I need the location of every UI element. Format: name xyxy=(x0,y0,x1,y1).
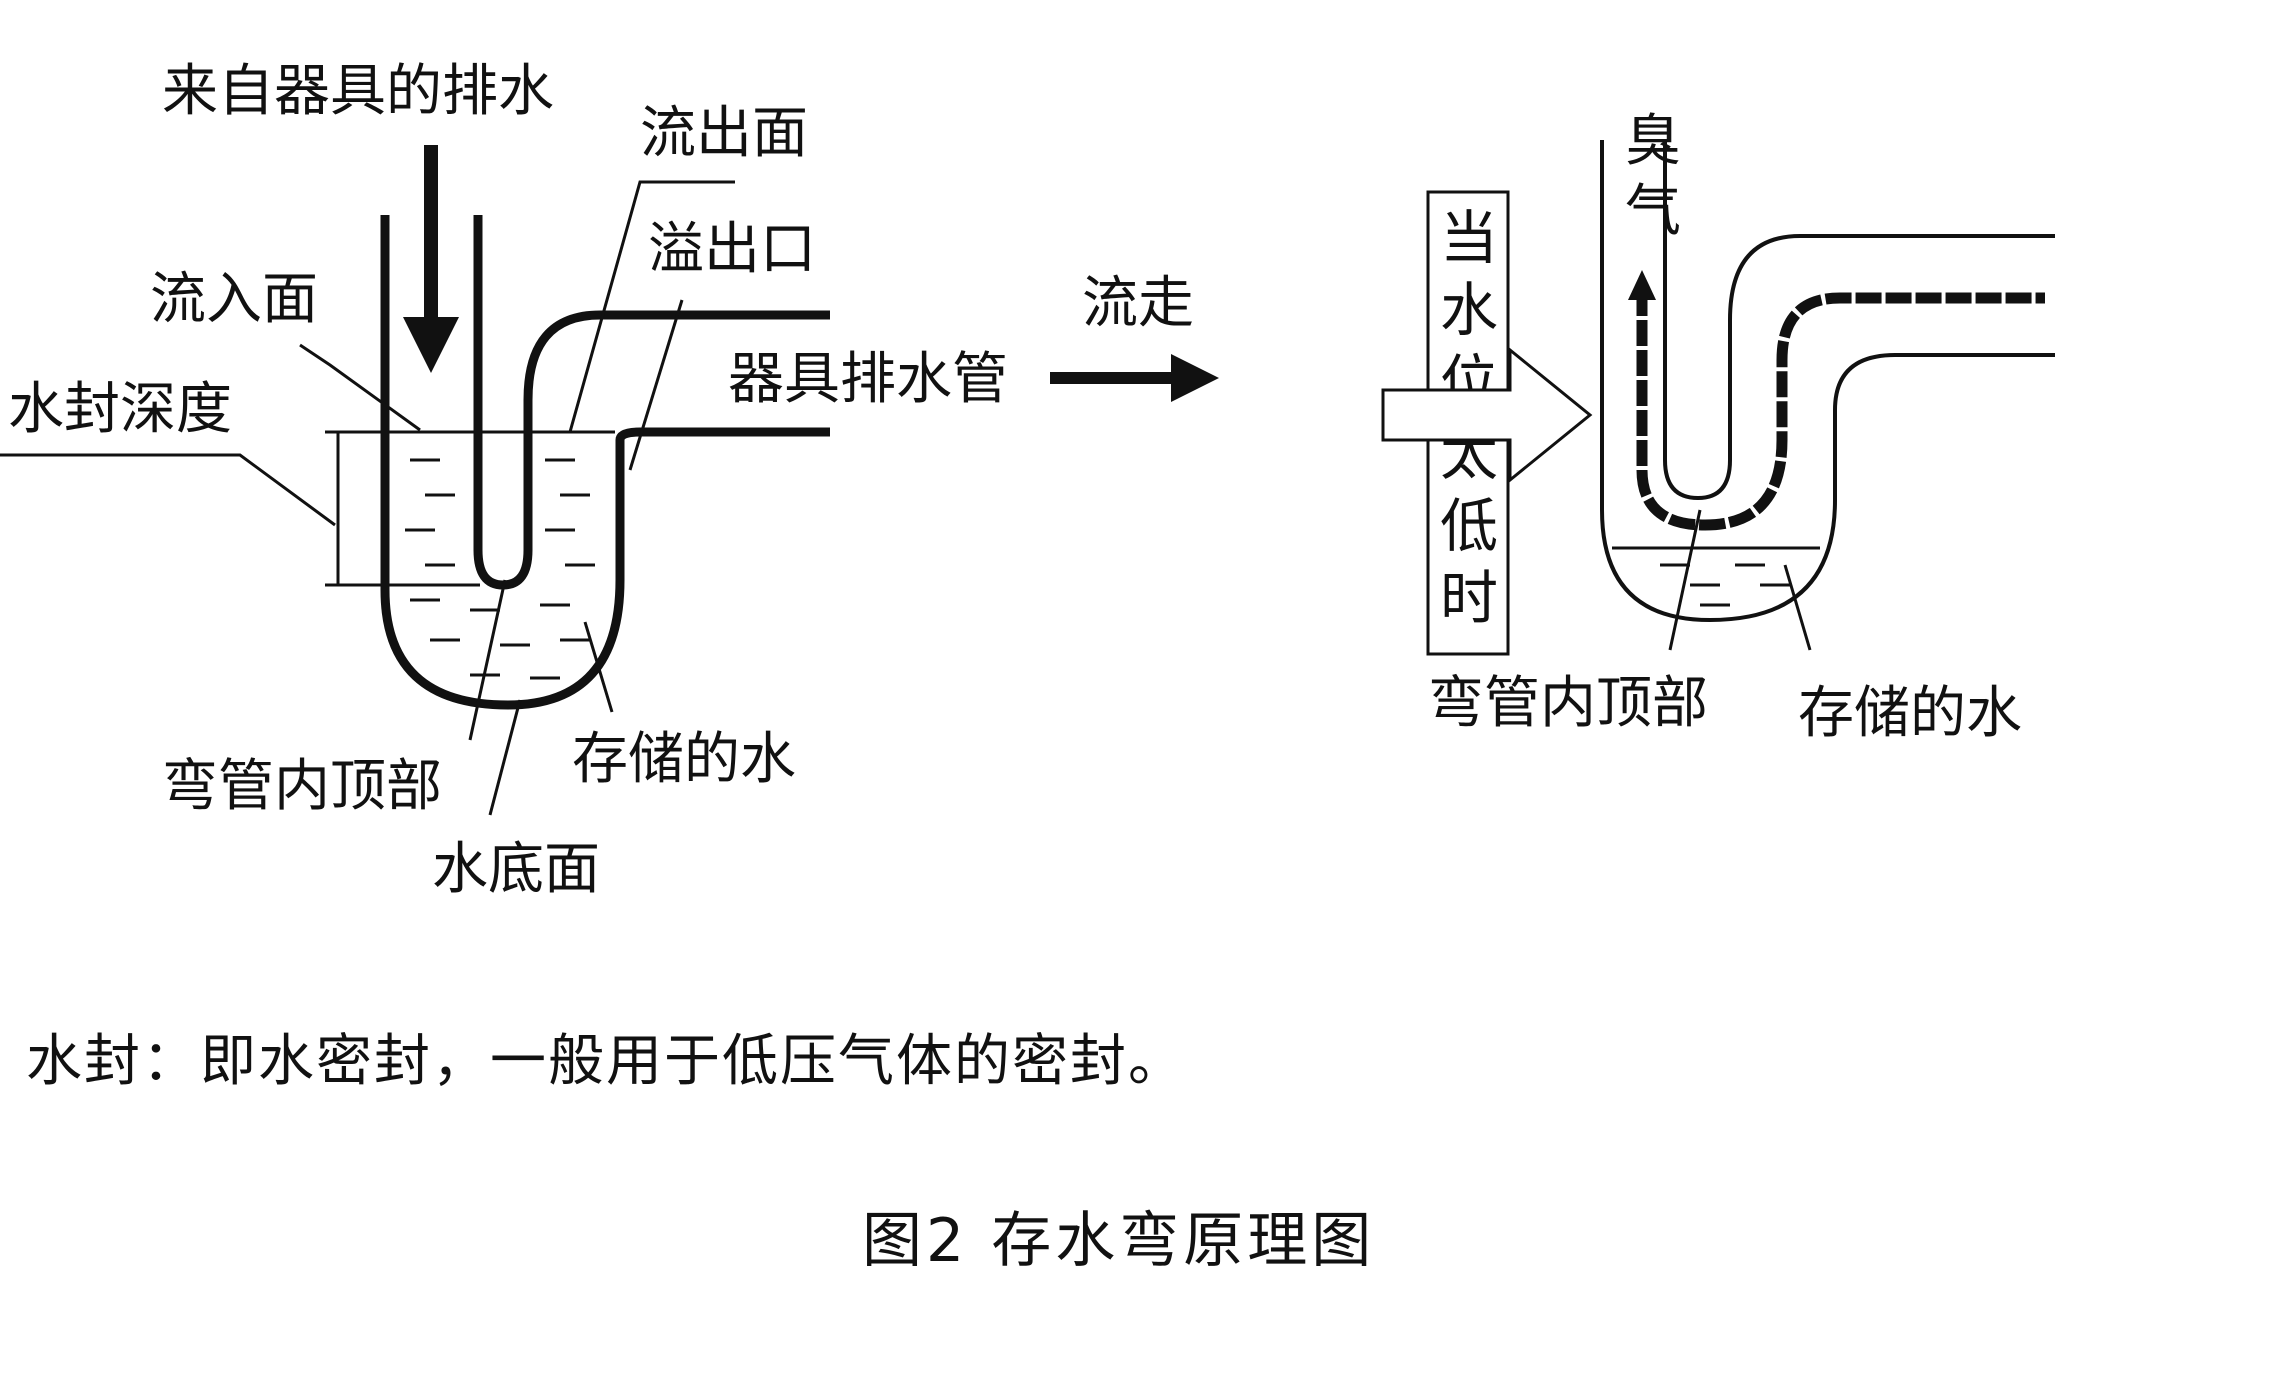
overflow-outlet-label: 溢出口 xyxy=(648,217,816,282)
water-seal-note: 水封：即水密封，一般用于低压气体的密封。 xyxy=(26,1029,1186,1094)
odor-arrowhead xyxy=(1628,270,1656,300)
leader-lines xyxy=(0,180,735,816)
trap-inner-wall xyxy=(473,215,830,590)
figure-caption: 图2 存水弯原理图 xyxy=(862,1206,1376,1276)
condition-char: 时 xyxy=(1440,564,1498,632)
leader-lines-right xyxy=(1668,509,1812,651)
seal-water-body xyxy=(392,432,615,700)
left-trap-diagram: 来自器具的排水 流出面 溢出口 流入面 水封深度 器具排水管 流走 弯管内顶部 … xyxy=(0,59,1219,902)
condition-hollow-arrow xyxy=(1381,346,1593,484)
condition-char: 水 xyxy=(1440,276,1498,344)
trap-inner-wall-right xyxy=(1663,140,2055,501)
trap-outer-wall-right xyxy=(1600,140,2055,623)
stored-water-label-right: 存储的水 xyxy=(1798,681,2022,746)
flow-away-label: 流走 xyxy=(1082,271,1194,336)
crown-weir-label: 弯管内顶部 xyxy=(162,754,442,819)
fixture-drain-pipe-label: 器具排水管 xyxy=(728,347,1008,412)
seal-depth-label: 水封深度 xyxy=(8,377,232,442)
incoming-drainage-label: 来自器具的排水 xyxy=(162,59,554,124)
trap-outer-wall xyxy=(380,215,830,710)
condition-char: 当 xyxy=(1440,204,1498,272)
water-bottom-label: 水底面 xyxy=(432,837,600,902)
condition-char: 低 xyxy=(1440,492,1498,560)
crown-weir-label-right: 弯管内顶部 xyxy=(1428,671,1708,736)
right-trap-diagram: 当 水 位 太 低 时 臭 气 弯管内顶部 存储的水 xyxy=(1381,109,2055,746)
odor-flow-path xyxy=(1636,290,2045,531)
inflow-surface-label: 流入面 xyxy=(150,267,318,332)
odor-label-char: 臭 xyxy=(1625,109,1681,174)
odor-label-char: 气 xyxy=(1625,179,1681,244)
outflow-surface-label: 流出面 xyxy=(640,101,808,166)
water-hatching xyxy=(405,458,595,680)
stored-water-label: 存储的水 xyxy=(572,727,796,792)
low-water-hatching xyxy=(1660,563,1790,607)
